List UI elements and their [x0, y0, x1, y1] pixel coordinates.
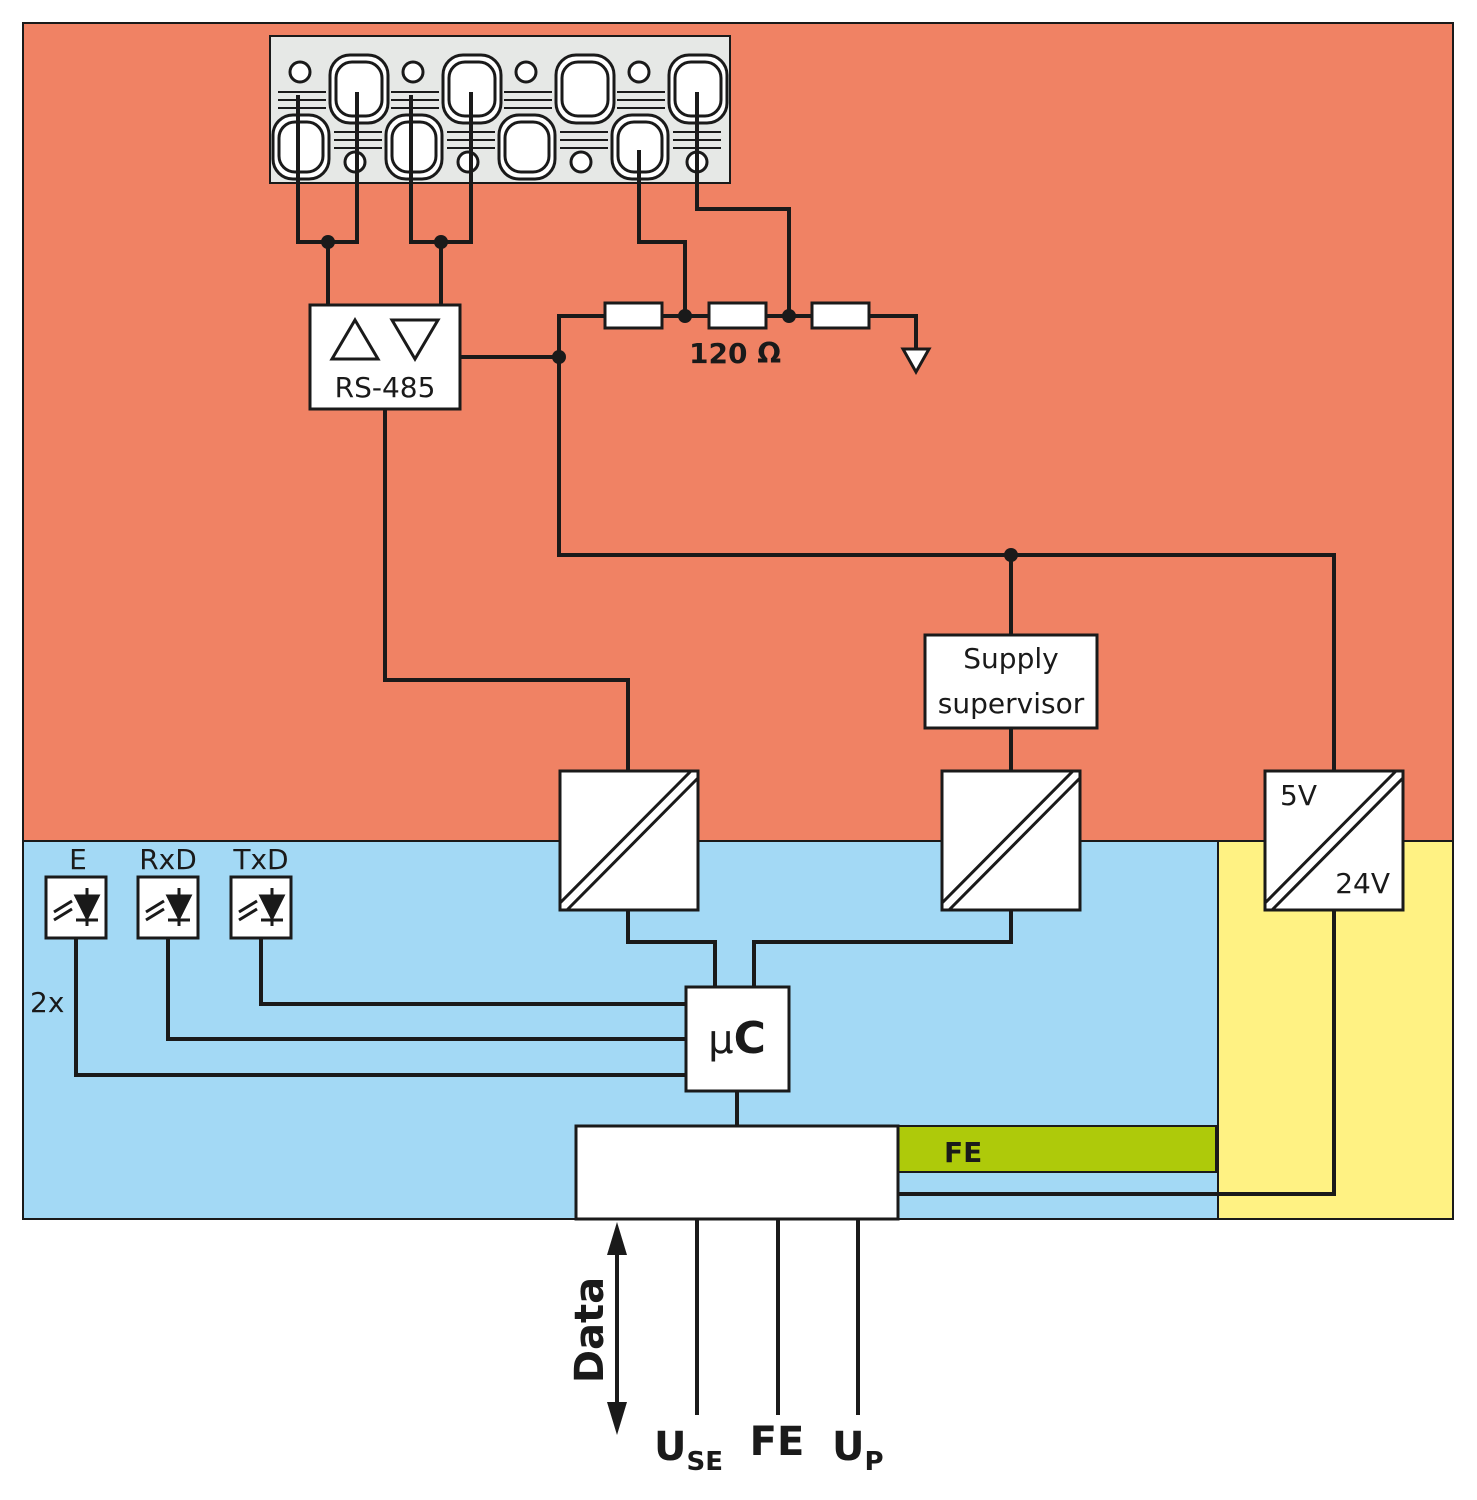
- mcu-label: µC: [708, 1013, 766, 1064]
- dcdc-converter: 5V 24V: [1263, 769, 1405, 912]
- led-e: E: [44, 843, 108, 940]
- led-count-note: 2x: [30, 986, 64, 1019]
- rs485-label: RS-485: [335, 371, 436, 404]
- led-label-e: E: [69, 843, 87, 876]
- led-icon: [238, 888, 286, 926]
- up-label-sub: P: [864, 1447, 883, 1477]
- isolator-2: [940, 769, 1082, 912]
- supervisor-label-line1: Supply: [963, 642, 1058, 675]
- microcontroller: µC: [684, 985, 791, 1093]
- termination-label: 120 Ω: [689, 337, 781, 370]
- driver-triangle-icon: [329, 317, 381, 361]
- fe-bar-label: FE: [944, 1136, 982, 1169]
- data-label: Data: [567, 1277, 613, 1383]
- dcdc-input-label: 5V: [1280, 779, 1317, 812]
- dcdc-output-label: 24V: [1335, 867, 1390, 900]
- led-icon: [53, 888, 101, 926]
- junctions: [321, 235, 1018, 562]
- led-label-txd: TxD: [232, 843, 288, 876]
- led-icon: [145, 888, 193, 926]
- fe-bar: [897, 1125, 1217, 1173]
- mcu-label-prefix: µ: [708, 1017, 733, 1063]
- use-label: USE: [654, 1424, 723, 1477]
- led-label-rxd: RxD: [139, 843, 197, 876]
- use-label-sub: SE: [686, 1447, 723, 1477]
- wiring: [74, 92, 1336, 1415]
- ground-icon: [900, 347, 932, 376]
- mcu-label-suffix: C: [734, 1013, 766, 1064]
- led-rxd: RxD: [136, 843, 200, 940]
- use-label-main: U: [654, 1424, 686, 1470]
- terminal-connector: [269, 35, 731, 184]
- rs485-transceiver: RS-485: [308, 303, 462, 411]
- supply-supervisor: Supply supervisor: [923, 633, 1099, 730]
- up-label-main: U: [832, 1424, 864, 1470]
- rs485-zone: [22, 22, 1454, 842]
- led-txd: TxD: [229, 843, 293, 940]
- data-arrow: [607, 1222, 627, 1435]
- up-label: UP: [832, 1424, 884, 1477]
- fe-terminal-label: FE: [750, 1419, 805, 1465]
- supervisor-label-line2: supervisor: [938, 687, 1085, 720]
- bus-connector: [574, 1124, 900, 1221]
- termination-resistors: [603, 301, 871, 330]
- isolator-1: [558, 769, 700, 912]
- receiver-triangle-icon: [389, 318, 441, 362]
